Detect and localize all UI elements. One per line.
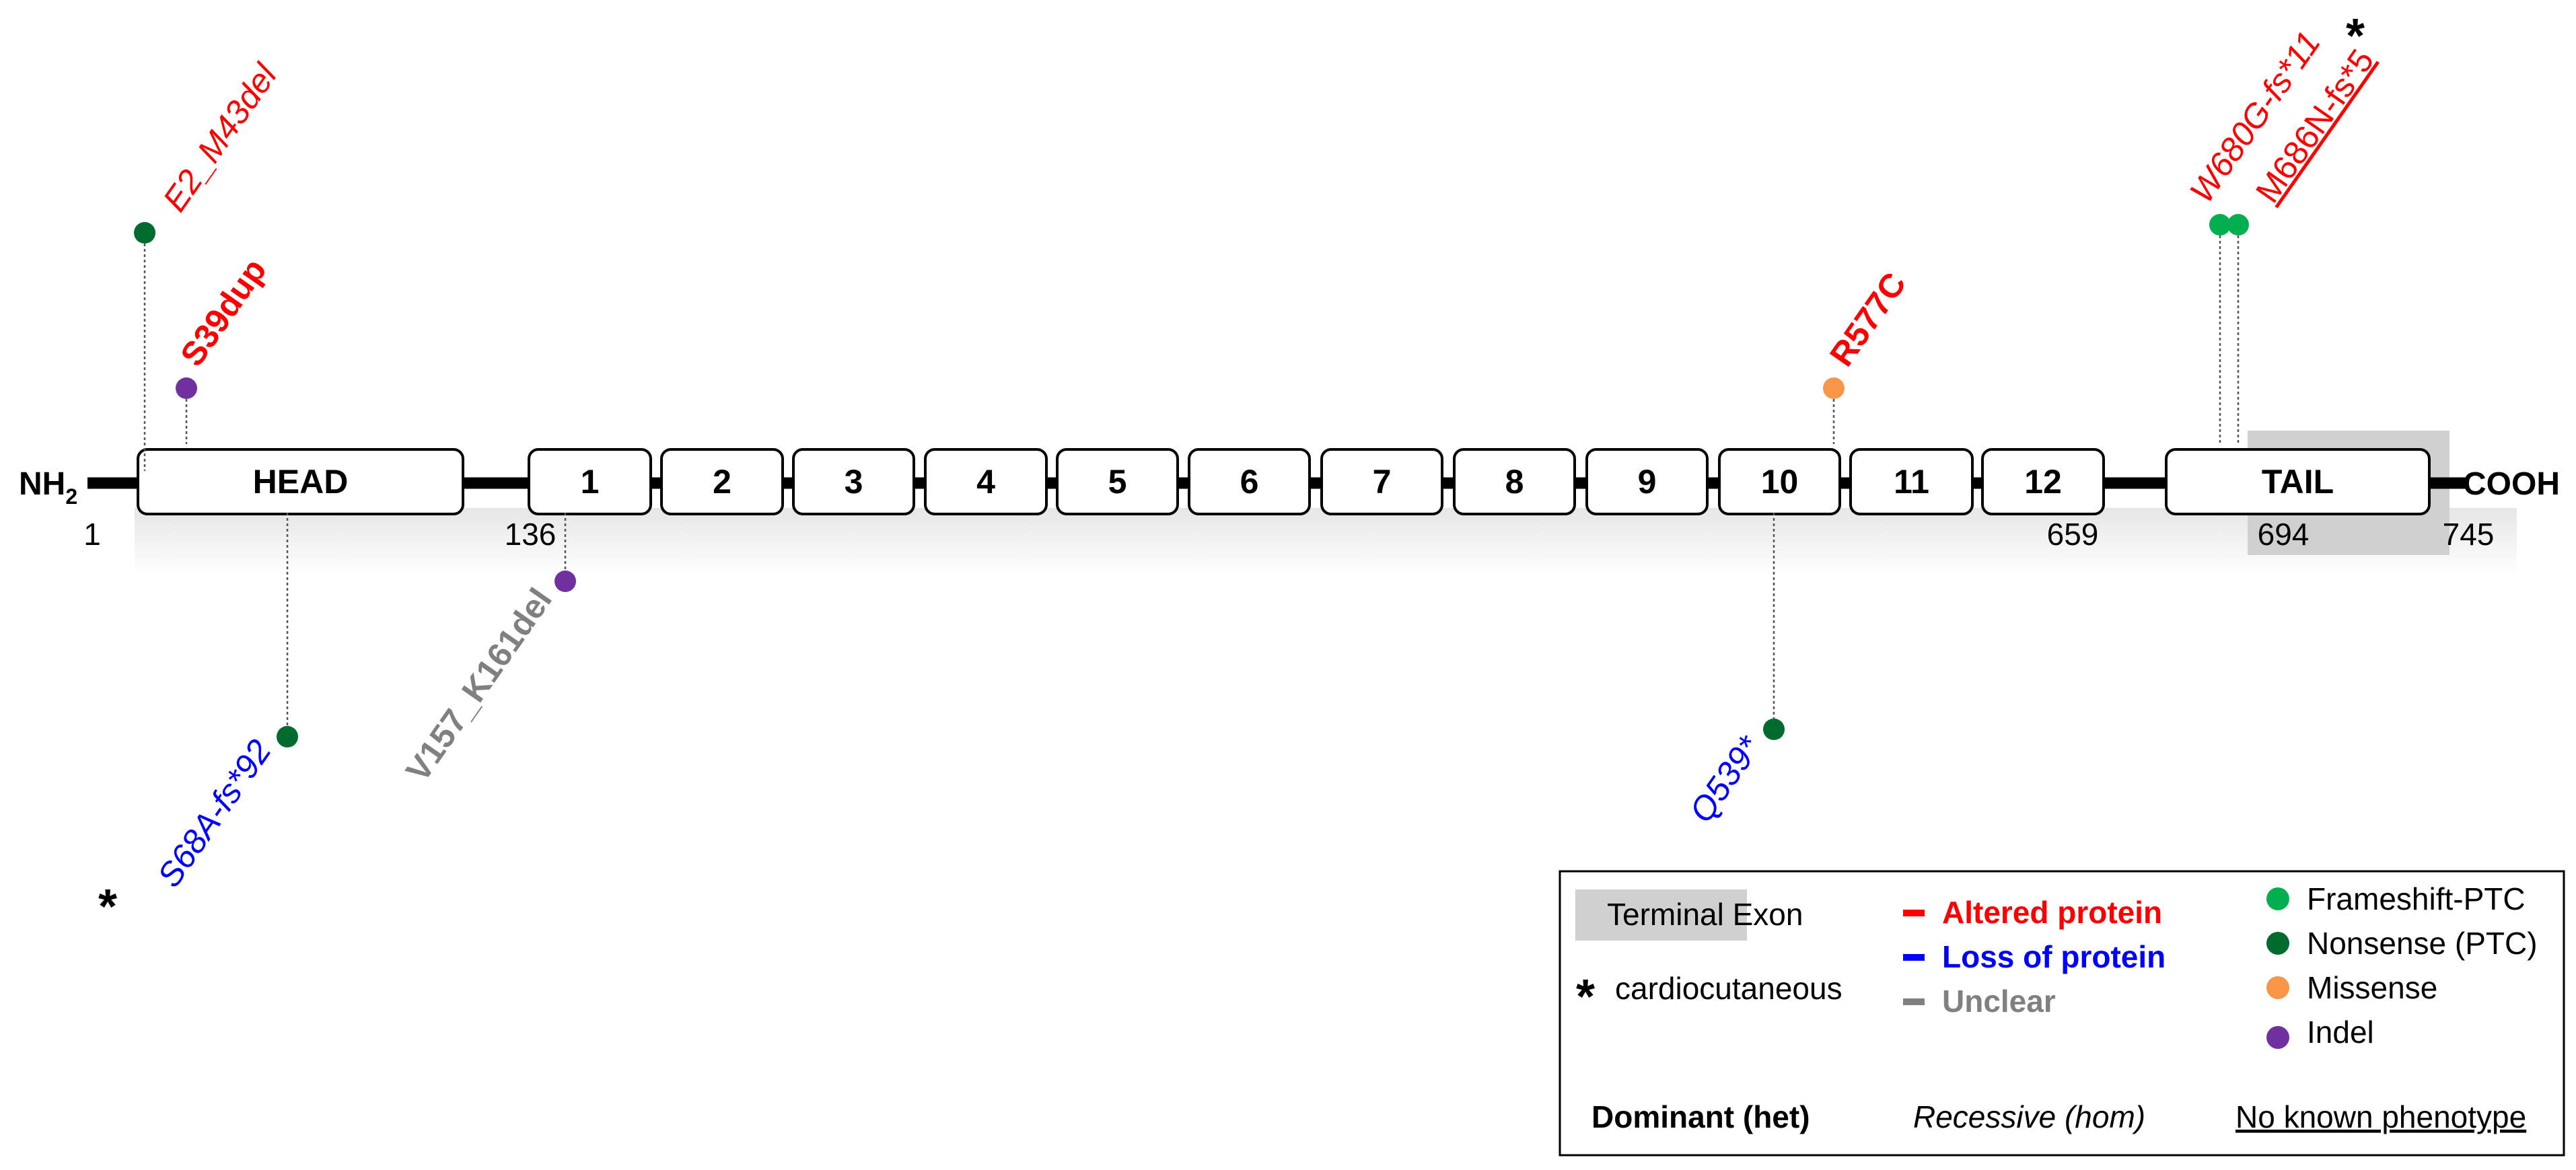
domain-box-5 xyxy=(1056,448,1179,515)
legend-missense-label: Missense xyxy=(2307,970,2437,1005)
legend-effect-dash xyxy=(1903,954,1925,961)
legend-recessive-label: Recessive (hom) xyxy=(1913,1099,2145,1134)
legend-terminal-exon-label: Terminal Exon xyxy=(1607,897,1803,932)
domain-label-head: HEAD xyxy=(253,463,349,501)
domain-label-4: 4 xyxy=(976,463,995,501)
domain-box-2 xyxy=(660,448,784,515)
domain-label-3: 3 xyxy=(845,463,863,501)
legend-cardiocutaneous-label: cardiocutaneous xyxy=(1615,971,1842,1006)
legend-effect-unclear: Unclear xyxy=(1942,984,2056,1019)
legend-terminal-exon-swatch xyxy=(1575,889,1747,941)
position-694: 694 xyxy=(2258,517,2310,552)
domain-label-5: 5 xyxy=(1108,463,1127,501)
n-terminus-label: NH2 xyxy=(19,466,77,509)
mutation-label: E2_M43del xyxy=(155,56,285,218)
legend-frameshift-label: Frameshift-PTC xyxy=(2307,881,2526,916)
n-terminus-subscript: 2 xyxy=(65,484,77,509)
mutation-dot-nonsense xyxy=(1763,719,1785,740)
position-659: 659 xyxy=(2047,517,2099,552)
domain-box-12 xyxy=(1981,448,2105,515)
mutation-dot-frameshift xyxy=(2209,214,2231,235)
legend-indel-dot xyxy=(2266,1026,2289,1049)
mutation-dot-frameshift xyxy=(2227,214,2249,235)
legend-indel-label: Indel xyxy=(2307,1015,2374,1050)
mutation-label: V157_K161del xyxy=(398,581,559,789)
domain-label-1: 1 xyxy=(581,463,600,501)
domain-box-tail xyxy=(2165,448,2431,515)
mutation-dot-nonsense xyxy=(134,222,155,244)
mutation-dot-missense xyxy=(1823,377,1845,399)
legend-nonsense-label: Nonsense (PTC) xyxy=(2307,926,2538,961)
domain-box-6 xyxy=(1188,448,1311,515)
domain-box-1 xyxy=(528,448,652,515)
domain-label-7: 7 xyxy=(1373,463,1392,501)
position-745: 745 xyxy=(2443,517,2495,552)
legend: Terminal Exon * cardiocutaneous Altered … xyxy=(1559,870,2565,1157)
position-136: 136 xyxy=(505,517,557,552)
domain-label-9: 9 xyxy=(1638,463,1657,501)
mutation-label: Q539* xyxy=(1682,729,1768,830)
domain-box-7 xyxy=(1320,448,1443,515)
legend-frameshift-dot xyxy=(2266,887,2289,910)
domain-box-3 xyxy=(792,448,915,515)
legend-effect-dash xyxy=(1903,998,1925,1005)
domain-label-12: 12 xyxy=(2024,463,2062,501)
domain-box-11 xyxy=(1849,448,1974,515)
mutation-dot-indel xyxy=(176,377,197,399)
domain-box-10 xyxy=(1718,448,1841,515)
domain-label-11: 11 xyxy=(1894,463,1929,501)
domain-label-2: 2 xyxy=(713,463,731,501)
mutation-label: S68A-fs*92 xyxy=(150,733,279,893)
domain-box-9 xyxy=(1585,448,1709,515)
legend-effect-loss: Loss of protein xyxy=(1942,939,2166,974)
legend-effect-dash xyxy=(1903,910,1925,916)
domain-box-8 xyxy=(1453,448,1576,515)
domain-label-10: 10 xyxy=(1761,463,1799,501)
legend-asterisk-symbol: * xyxy=(1576,970,1595,1024)
protein-shadow xyxy=(135,508,2517,575)
domain-label-8: 8 xyxy=(1505,463,1524,501)
cardiocutaneous-asterisk: * xyxy=(2346,9,2365,63)
c-terminus-label: COOH xyxy=(2463,466,2560,502)
domain-label-6: 6 xyxy=(1240,463,1259,501)
domain-box-head xyxy=(137,448,464,515)
mutation-label: S39dup xyxy=(173,252,273,373)
legend-effect-altered: Altered protein xyxy=(1942,895,2162,930)
legend-nonsense-dot xyxy=(2266,932,2289,955)
legend-missense-dot xyxy=(2266,976,2289,999)
cardiocutaneous-asterisk: * xyxy=(98,880,117,934)
legend-dominant-label: Dominant (het) xyxy=(1591,1099,1810,1134)
position-1: 1 xyxy=(83,517,101,552)
mutation-dot-indel xyxy=(554,571,576,592)
domain-label-tail: TAIL xyxy=(2262,463,2334,501)
mutation-label: R577C xyxy=(1822,266,1913,373)
mutation-dot-nonsense xyxy=(277,726,298,747)
domain-box-4 xyxy=(924,448,1048,515)
legend-no-phenotype-label: No known phenotype xyxy=(2235,1099,2526,1134)
